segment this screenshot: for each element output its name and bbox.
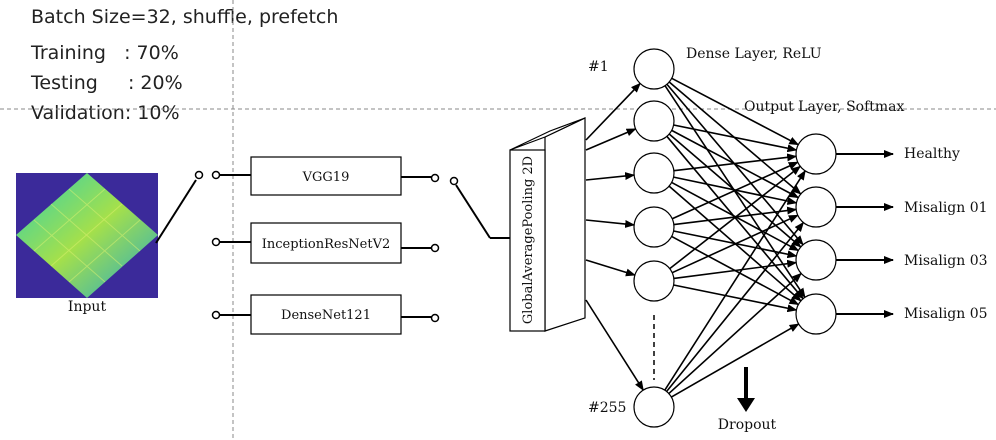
input-image [16, 173, 158, 298]
backbone-box [250, 156, 402, 196]
pooling-side-face [544, 117, 586, 332]
pooling-layer: GlobalAveragePooling 2D [509, 117, 586, 332]
output-label-healthy: Healthy [904, 146, 960, 162]
backbone-label: VGG19 [302, 170, 350, 185]
output-node [795, 293, 837, 335]
terminal-right [430, 173, 440, 183]
hidden-to-output-edge [671, 214, 799, 274]
output-label-misalign-05: Misalign 05 [904, 306, 988, 322]
hidden-to-output-edge [665, 221, 805, 392]
network-connections [585, 77, 806, 398]
output-label-misalign-01: Misalign 01 [904, 200, 988, 216]
hidden-to-output-edge [670, 323, 800, 398]
first-node-label: #1 [588, 59, 609, 75]
hidden-node [633, 206, 675, 248]
last-node-label: #255 [588, 400, 626, 416]
terminal-left [211, 310, 221, 320]
testing-split-text: Testing : 20% [31, 72, 183, 94]
hidden-node [633, 48, 675, 90]
output-layer-label: Output Layer, Softmax [744, 99, 905, 115]
hidden-to-output-edge [673, 153, 798, 172]
pooling-to-hidden-edge [585, 128, 637, 151]
input-image-texture [33, 188, 141, 283]
hidden-to-output-edge [671, 77, 800, 146]
training-split-text: Training : 70% [31, 42, 179, 64]
output-node [795, 133, 837, 175]
hidden-to-output-edge [664, 170, 806, 391]
dropout-arrow-head [737, 398, 755, 412]
output-node [795, 239, 837, 281]
output-layer-nodes [795, 133, 837, 335]
backbone-box [250, 294, 402, 335]
dropout-label: Dropout [718, 417, 777, 433]
backbone-densenet121: DenseNet121 [211, 294, 440, 335]
hidden-to-output-edge [669, 165, 802, 270]
output-switch-contact [449, 176, 459, 186]
dense-layer-nodes [633, 48, 675, 428]
pooling-to-hidden-edge [585, 171, 636, 181]
pooling-front-face [509, 149, 546, 332]
hidden-node [633, 152, 675, 194]
pooling-label: GlobalAveragePooling 2D [521, 156, 536, 324]
output-label-misalign-03: Misalign 03 [904, 253, 988, 269]
backbone-vgg19: VGG19 [211, 156, 440, 196]
pooling-to-hidden-edge [585, 82, 641, 141]
pooling-to-hidden-edge [585, 219, 636, 229]
hidden-to-output-edge [671, 161, 799, 220]
pooling-to-hidden-edge [585, 299, 644, 391]
dense-layer-label: Dense Layer, ReLU [686, 46, 822, 62]
batch-settings-text: Batch Size=32, shuffle, prefetch [31, 6, 339, 28]
output-arrows [836, 150, 894, 318]
hidden-node [633, 260, 675, 302]
backbone-inceptionresnetv2: InceptionResNetV2 [211, 222, 440, 264]
terminal-left [211, 170, 221, 180]
backbone-label: InceptionResNetV2 [262, 237, 391, 252]
validation-split-text: Validation: 10% [31, 102, 180, 124]
terminal-right [430, 243, 440, 253]
backbone-box [250, 222, 402, 264]
hidden-to-output-edge [673, 259, 798, 280]
input-switch-contact [194, 170, 204, 180]
pooling-to-hidden-edge [585, 259, 636, 277]
pooling-top-face [509, 117, 586, 151]
terminal-left [211, 237, 221, 247]
hidden-to-output-edge [668, 272, 802, 395]
output-node [795, 186, 837, 228]
input-label: Input [68, 299, 107, 315]
hidden-to-output-edge [673, 124, 798, 153]
hidden-node [633, 386, 675, 428]
hidden-to-output-edge [673, 284, 798, 313]
input-switch-lever [155, 179, 197, 244]
backbone-label: DenseNet121 [281, 308, 371, 323]
hidden-node [633, 100, 675, 142]
terminal-right [430, 313, 440, 323]
output-switch-lever [455, 184, 491, 239]
